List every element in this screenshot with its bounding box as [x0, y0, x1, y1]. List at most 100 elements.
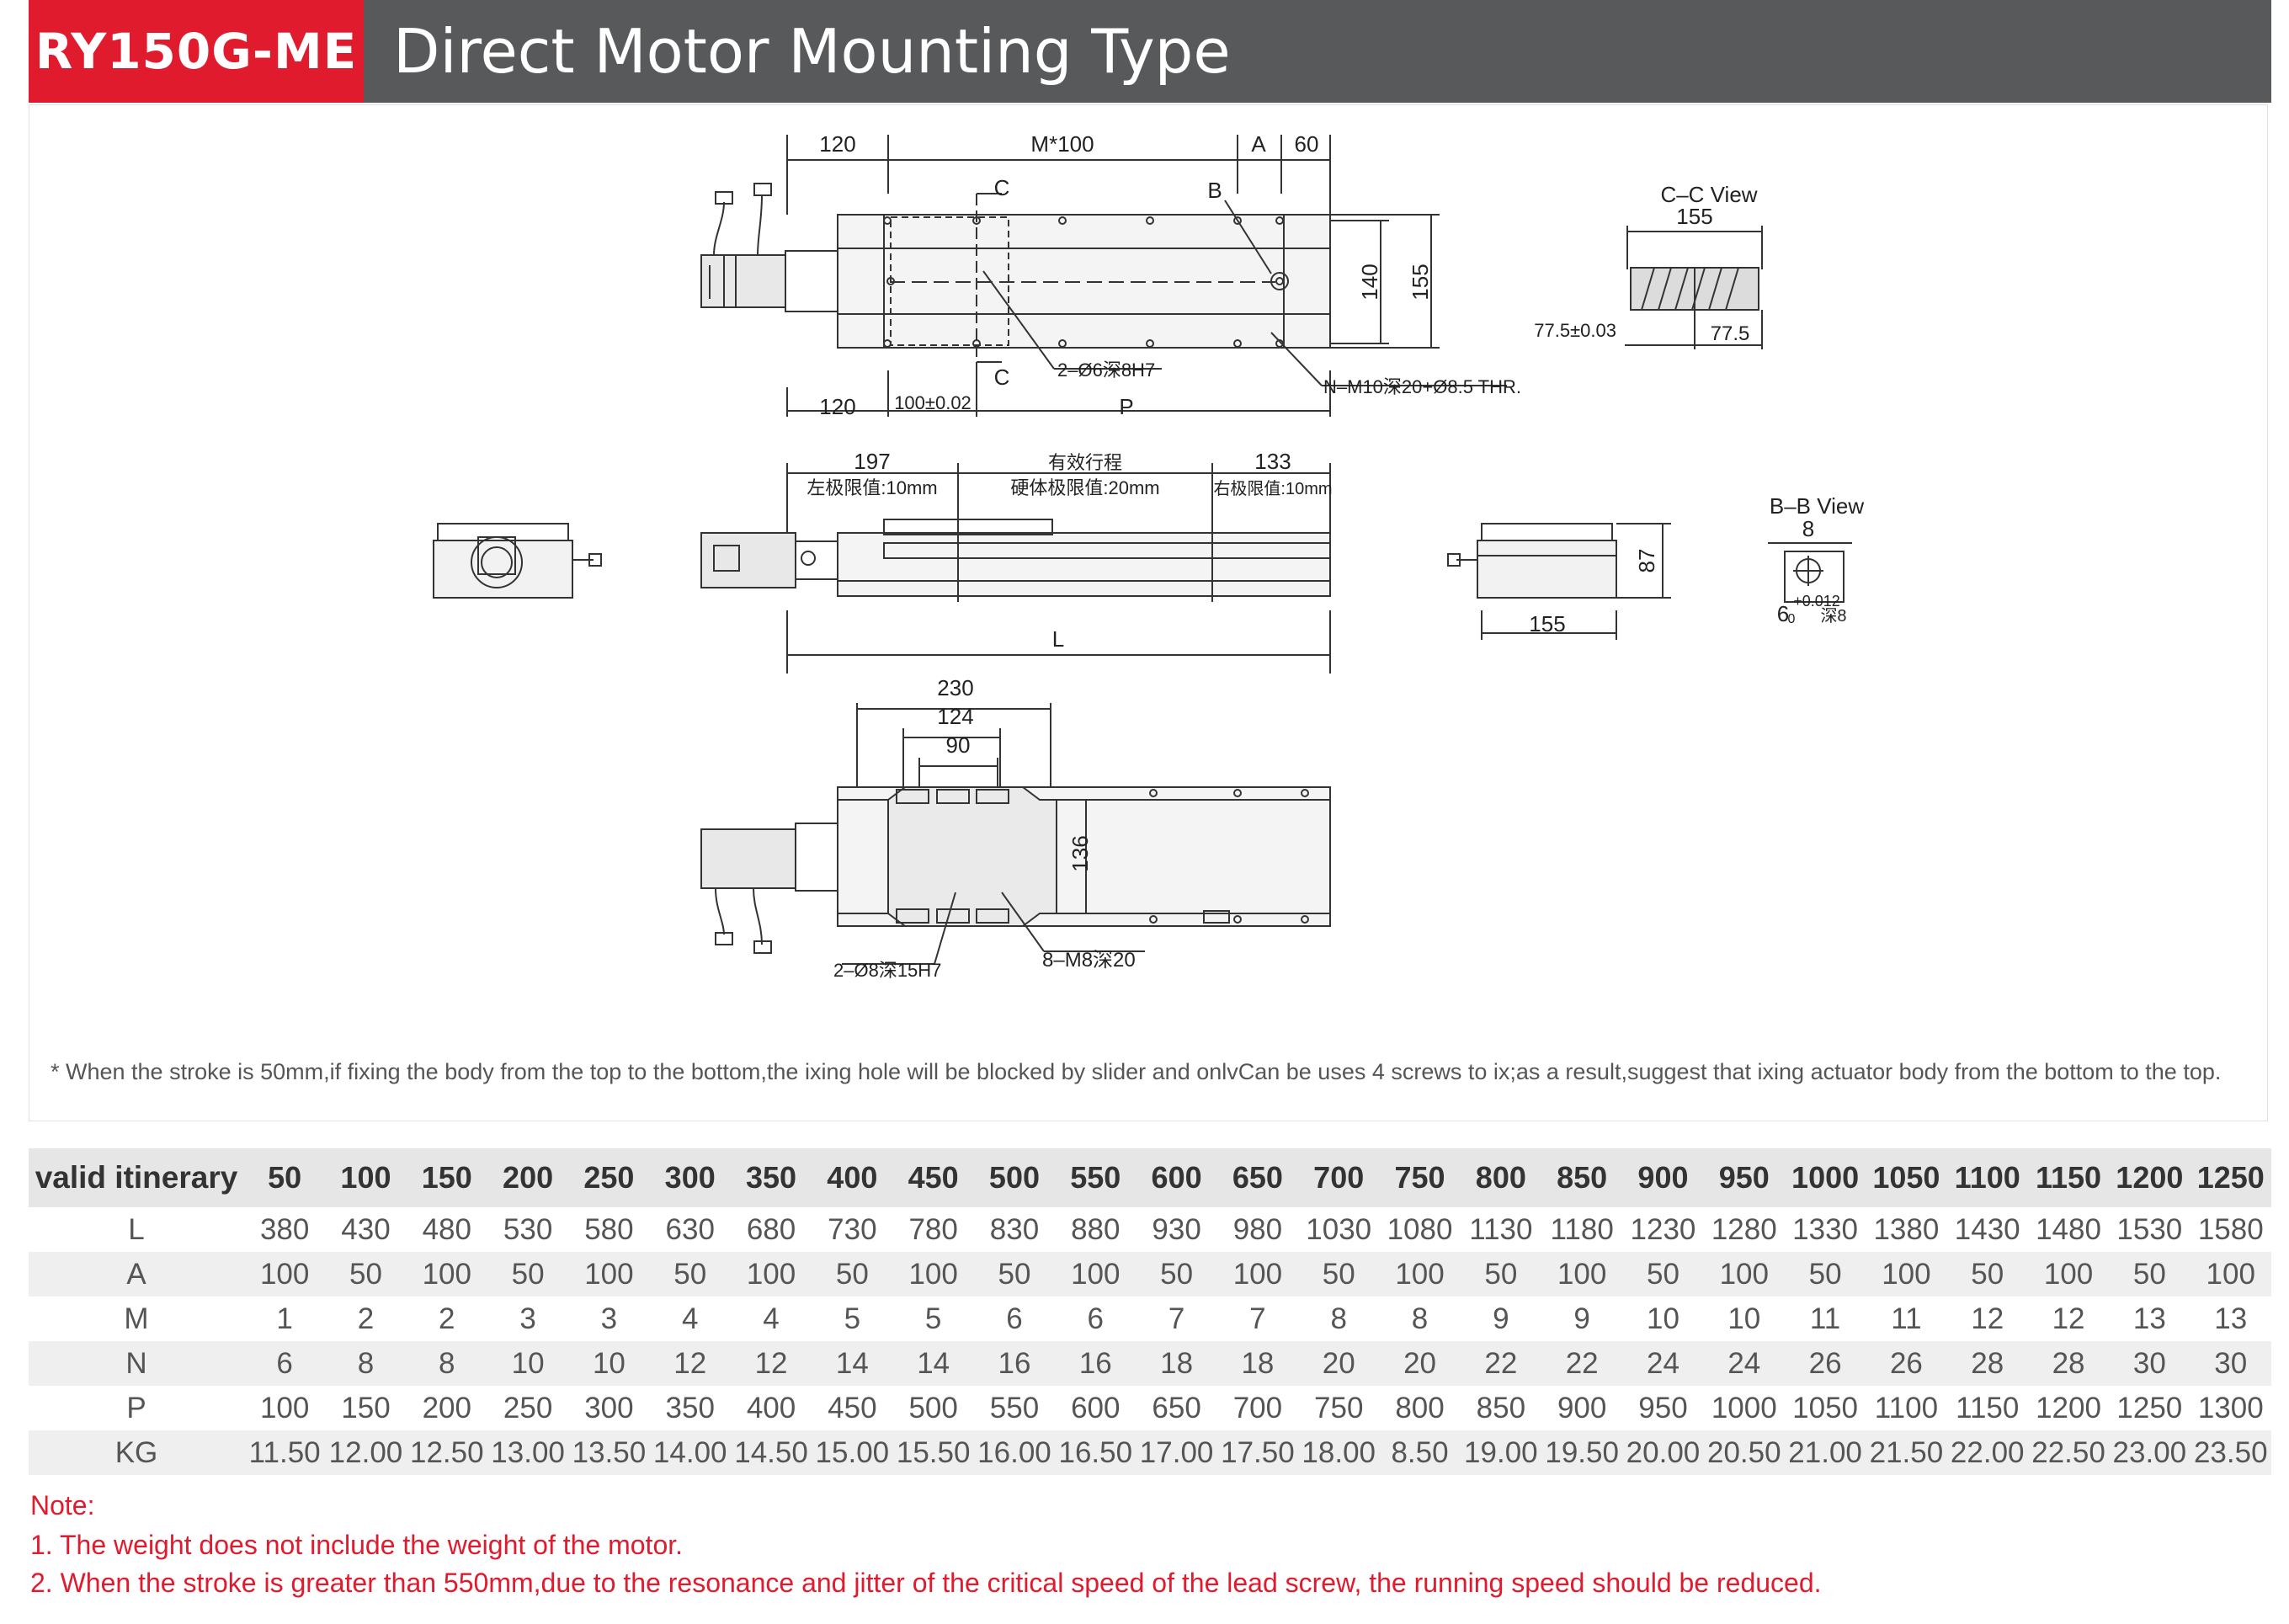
table-cell: 630 — [665, 1212, 715, 1246]
table-cell: 100 — [406, 1252, 487, 1297]
table-cell: 4 — [763, 1302, 780, 1335]
table-cell: 50 — [1136, 1252, 1217, 1297]
table-cell: 19.00 — [1460, 1430, 1541, 1475]
table-cell: 100 — [1866, 1252, 1947, 1297]
table-cell: 1580 — [2197, 1212, 2264, 1246]
table-cell: 50 — [2109, 1252, 2191, 1297]
bb-view — [1768, 542, 1852, 603]
table-cell: 22 — [1541, 1341, 1623, 1386]
row-label: P — [126, 1391, 146, 1424]
table-cell: 16.00 — [973, 1430, 1056, 1475]
table-cell: 3 — [600, 1302, 618, 1335]
row-label: KG — [29, 1430, 244, 1475]
table-cell: 13.00 — [487, 1430, 569, 1475]
table-cell: 50 — [487, 1252, 569, 1297]
table-header-cell: 950 — [1703, 1148, 1785, 1207]
dim-m100: M*100 — [1030, 131, 1094, 157]
table-cell: 22.50 — [2027, 1430, 2110, 1475]
table-header-cell: 1050 — [1866, 1148, 1947, 1207]
table-cell: 14.00 — [649, 1430, 731, 1475]
table-header-cell: 250 — [568, 1148, 650, 1207]
table-cell: 16 — [1055, 1341, 1137, 1386]
table-cell: 12.50 — [406, 1430, 487, 1475]
table-cell: 1200 — [2036, 1391, 2101, 1424]
table-cell: 950 — [1638, 1391, 1688, 1424]
table-cell: 11 — [1809, 1302, 1841, 1335]
table-header-cell: 550 — [1055, 1148, 1137, 1207]
table-header-cell: 400 — [812, 1148, 893, 1207]
table-cell: 23.00 — [2109, 1430, 2191, 1475]
table-cell: 580 — [584, 1212, 634, 1246]
table-cell: 17.50 — [1216, 1430, 1299, 1475]
table-cell: 18.00 — [1298, 1430, 1380, 1475]
table-cell: 13 — [2132, 1302, 2166, 1335]
table-cell: 12.00 — [325, 1430, 407, 1475]
table-cell: 22.00 — [1946, 1430, 2028, 1475]
dim-60: 60 — [1295, 131, 1319, 157]
table-cell: 8 — [406, 1341, 487, 1386]
table-cell: 6 — [1006, 1302, 1023, 1335]
table-header-cell: 850 — [1541, 1148, 1623, 1207]
table-cell: 100 — [730, 1252, 812, 1297]
table-cell: 50 — [649, 1252, 731, 1297]
hole-n-m10-label: N–M10深20+Ø8.5 THR. — [1323, 376, 1521, 397]
bb-depth: 深8 — [1820, 606, 1846, 626]
table-cell: 100 — [2190, 1252, 2271, 1297]
table-cell: 50 — [973, 1252, 1056, 1297]
right-limit-label: 右极限值:10mm — [1213, 479, 1332, 498]
table-cell: 14.50 — [730, 1430, 812, 1475]
hard-limit-label: 硬体极限值:20mm — [1010, 477, 1159, 498]
table-cell: 980 — [1232, 1212, 1283, 1246]
model-badge: RY150G-ME — [29, 0, 364, 103]
table-cell: 680 — [746, 1212, 796, 1246]
row-label: N — [29, 1341, 244, 1386]
table-cell: 8 — [1330, 1302, 1347, 1335]
table-header-cell: 50 — [244, 1148, 326, 1207]
table-header-cell: 350 — [730, 1148, 812, 1207]
table-header-cell: 700 — [1298, 1148, 1380, 1207]
effective-stroke-label: 有效行程 — [1048, 452, 1122, 473]
table-cell: 23.50 — [2190, 1430, 2271, 1475]
table-cell: 200 — [422, 1391, 471, 1424]
table-cell: 10 — [487, 1341, 569, 1386]
bb-dim-8: 8 — [1802, 516, 1814, 541]
table-cell: 1050 — [1792, 1391, 1859, 1424]
table-cell: 8.50 — [1379, 1430, 1461, 1475]
table-cell: 350 — [665, 1391, 715, 1424]
table-cell: 1230 — [1630, 1212, 1696, 1246]
table-cell: 10 — [568, 1341, 650, 1386]
table-header-cell: 100 — [325, 1148, 407, 1207]
table-header-cell: 450 — [892, 1148, 974, 1207]
note-item-1: 1. The weight does not include the weigh… — [30, 1530, 684, 1560]
table-cell: 5 — [924, 1302, 942, 1335]
row-label: L — [128, 1212, 145, 1246]
table-cell: 50 — [325, 1252, 407, 1297]
dim-140: 140 — [1357, 264, 1382, 300]
table-cell: 100 — [1055, 1252, 1137, 1297]
table-cell: 10 — [1727, 1302, 1761, 1335]
table-header-cell: 500 — [973, 1148, 1056, 1207]
table-cell: 24 — [1703, 1341, 1785, 1386]
cc-dim-155: 155 — [1676, 204, 1712, 229]
table-cell: 20 — [1298, 1341, 1380, 1386]
right-end-view — [1447, 523, 1671, 640]
table-header-cell: 800 — [1460, 1148, 1541, 1207]
bottom-view — [700, 703, 1331, 965]
table-cell: 880 — [1071, 1212, 1121, 1246]
table-cell: 21.00 — [1784, 1430, 1866, 1475]
drawing-panel — [29, 104, 2268, 1121]
dim-124: 124 — [937, 704, 973, 729]
table-cell: 100 — [259, 1391, 310, 1424]
table-cell: 14 — [892, 1341, 974, 1386]
table-cell: 150 — [341, 1391, 391, 1424]
table-cell: 1 — [276, 1302, 293, 1335]
table-cell: 1030 — [1306, 1212, 1372, 1246]
table-cell: 780 — [908, 1212, 958, 1246]
dim-a: A — [1251, 131, 1266, 157]
table-cell: 600 — [1071, 1391, 1121, 1424]
